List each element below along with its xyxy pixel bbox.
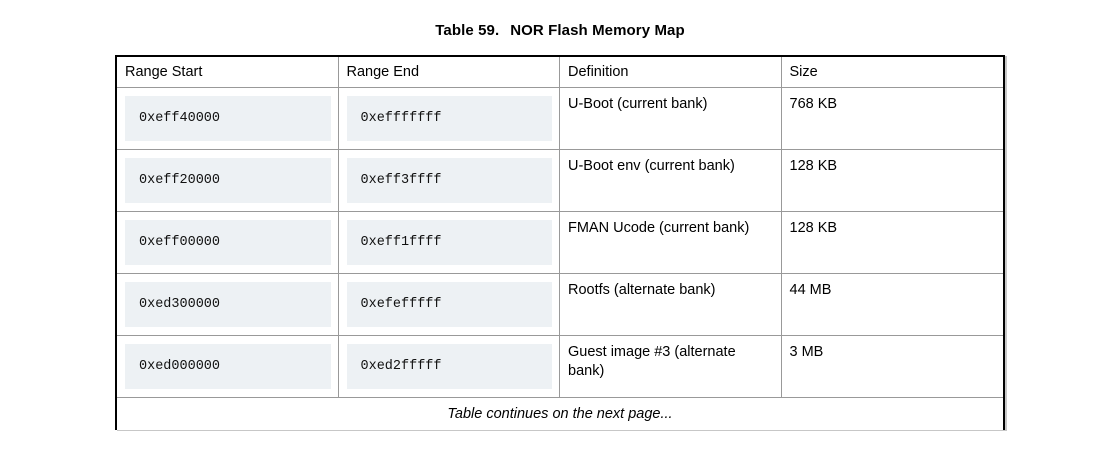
range-end-cell: 0xefffffff: [339, 88, 560, 149]
nor-flash-memory-map-table: Range Start Range End Definition Size 0x…: [115, 55, 1005, 430]
column-header-size: Size: [789, 64, 818, 80]
code-chip: 0xeff3ffff: [346, 158, 552, 203]
table-row: 0xeff00000 0xeff1ffff FMAN Ucode (curren…: [117, 212, 1003, 274]
definition-cell: U-Boot env (current bank): [560, 150, 782, 211]
size-cell: 128 KB: [789, 158, 838, 174]
code-chip: 0xed2fffff: [346, 344, 552, 389]
table-continuation-note: Table continues on the next page...: [447, 406, 673, 422]
range-start-cell: 0xeff20000: [117, 150, 339, 211]
size-cell: 128 KB: [789, 220, 838, 236]
range-end-cell: 0xed2fffff: [339, 336, 560, 397]
table-title: Table 59. NOR Flash Memory Map: [115, 22, 1005, 39]
definition-cell: Rootfs (alternate bank): [560, 274, 782, 335]
table-row: 0xeff40000 0xefffffff U-Boot (current ba…: [117, 88, 1003, 150]
column-header-range-start: Range Start: [117, 57, 339, 87]
size-cell: 3 MB: [789, 344, 824, 360]
table-row: 0xed000000 0xed2fffff Guest image #3 (al…: [117, 336, 1003, 398]
range-end-cell: 0xeff3ffff: [339, 150, 560, 211]
code-chip: 0xeff40000: [125, 96, 331, 141]
definition-cell: FMAN Ucode (current bank): [560, 212, 782, 273]
table-row: 0xeff20000 0xeff3ffff U-Boot env (curren…: [117, 150, 1003, 212]
definition-cell: U-Boot (current bank): [560, 88, 782, 149]
table-header-row: Range Start Range End Definition Size: [117, 57, 1003, 88]
table-name: NOR Flash Memory Map: [510, 22, 685, 39]
range-end-cell: 0xefefffff: [339, 274, 560, 335]
column-header-definition: Definition: [560, 57, 782, 87]
code-chip: 0xeff20000: [125, 158, 331, 203]
code-chip: 0xefefffff: [346, 282, 552, 327]
range-end-cell: 0xeff1ffff: [339, 212, 560, 273]
column-header-range-end: Range End: [339, 57, 560, 87]
code-chip: 0xeff1ffff: [346, 220, 552, 265]
size-cell: 44 MB: [789, 282, 832, 298]
range-start-cell: 0xeff40000: [117, 88, 339, 149]
table-row: 0xed300000 0xefefffff Rootfs (alternate …: [117, 274, 1003, 336]
definition-cell: Guest image #3 (alternate bank): [560, 336, 782, 397]
range-start-cell: 0xed000000: [117, 336, 339, 397]
code-chip: 0xed000000: [125, 344, 331, 389]
table-number: Table 59.: [435, 22, 500, 39]
range-start-cell: 0xeff00000: [117, 212, 339, 273]
range-start-cell: 0xed300000: [117, 274, 339, 335]
size-cell: 768 KB: [789, 96, 838, 112]
code-chip: 0xefffffff: [346, 96, 552, 141]
code-chip: 0xed300000: [125, 282, 331, 327]
code-chip: 0xeff00000: [125, 220, 331, 265]
